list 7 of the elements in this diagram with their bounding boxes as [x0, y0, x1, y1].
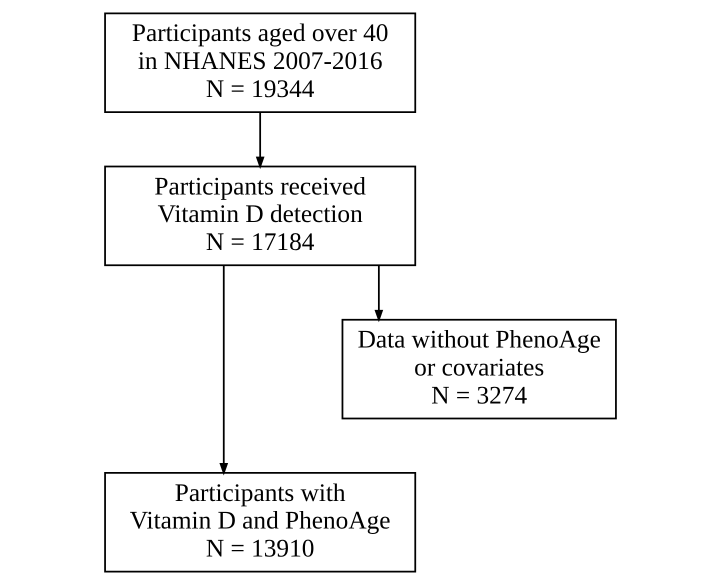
- arrow: [374, 266, 383, 322]
- node-box: Participants aged over 40 in NHANES 2007-2016 N = 19344: [104, 12, 416, 113]
- node-box: Data without PhenoAge or covariates N = 3274: [341, 318, 616, 420]
- node-box: Participants with Vitamin D and PhenoAge N = 13910: [104, 472, 416, 573]
- arrow: [218, 265, 228, 476]
- arrow: [255, 112, 264, 170]
- node-box: Participants received Vitamin D detection N = 17184: [104, 166, 416, 266]
